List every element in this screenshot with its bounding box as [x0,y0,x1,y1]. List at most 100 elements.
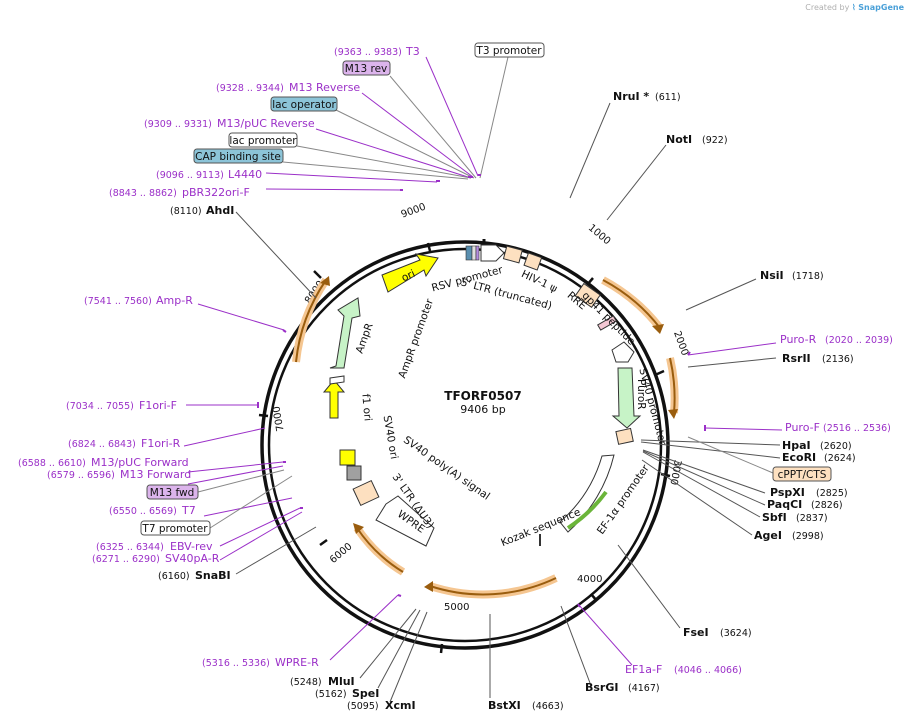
backbone-inner [267,247,663,643]
enzyme-fsei-pos: (3624) [720,628,752,639]
plasmid-name: TFORF0507 [444,389,521,403]
primer-m13puc-reverse: M13/pUC Reverse [217,117,315,130]
enzyme-bsrgi: BsrGI [585,681,618,694]
primer-wpre-r-pos: (5316 .. 5336) [202,658,270,669]
primer-m13-reverse-pos: (9328 .. 9344) [216,83,284,94]
credit-brand: SnapGene [858,3,904,12]
primer-ef1a-f-pos: (4046 .. 4066) [674,665,742,676]
primer-m13-forward: M13 Forward [120,468,191,481]
enzyme-paqci: PaqCI [767,498,802,511]
enzyme-ecori-pos: (2624) [824,453,856,464]
primer-l4440-pos: (9096 .. 9113) [156,170,224,181]
label-m13-rev: M13 rev [345,63,388,75]
primer-f1ori-f-pos: (7034 .. 7055) [66,401,134,412]
primer-t3-pos: (9363 .. 9383) [334,47,402,58]
primer-pbr322ori-pos: (8843 .. 8862) [109,188,177,199]
rre-glyph [574,282,601,308]
primer-sv40pa-r: SV40pA-R [165,552,220,565]
tick-9000: 9000 [400,202,428,221]
primer-t7: T7 [181,504,196,517]
tick-3000: 3000 [667,459,682,486]
gp41-glyph [597,315,617,331]
snapgene-logo-icon: ⌇ [851,3,856,12]
primer-m13puc-forward: M13/pUC Forward [91,456,189,469]
enzyme-snabi-pos: (6160) [158,571,190,582]
primer-puro-f-pos: (2516 .. 2536) [823,423,891,434]
hiv-psi-glyph [523,252,543,271]
primer-pbr322ori: pBR322ori-F [182,186,250,199]
sv40-promoter-glyph [611,341,635,363]
enzyme-paqci-pos: (2826) [811,500,843,511]
primer-puro-r-pos: (2020 .. 2039) [825,335,893,346]
primer-m13-forward-pos: (6579 .. 6596) [47,470,115,481]
primer-m13puc-reverse-pos: (9309 .. 9331) [144,119,212,130]
primer-m13-reverse: M13 Reverse [289,81,360,94]
enzyme-hpai: HpaI [782,439,811,452]
enzyme-bstxi: BstXI [488,699,521,712]
primer-ef1a-f: EF1a-F [625,663,662,676]
enzyme-agei: AgeI [754,529,782,542]
primer-wpre-r: WPRE-R [275,656,319,669]
tick-6000: 6000 [328,541,355,566]
primer-leader-lines [183,56,783,666]
boxed-labels: T3 promoter M13 rev lac operator lac pro… [140,42,832,536]
enzyme-noti: NotI [666,133,692,146]
feature-puror: PuroR [635,379,647,410]
enzyme-pspxi-pos: (2825) [816,488,848,499]
label-lac-operator: lac operator [272,99,336,111]
primer-m13puc-forward-pos: (6588 .. 6610) [18,458,86,469]
enzyme-sbfi: SbfI [762,511,787,524]
enzyme-xcmi: XcmI [385,699,416,712]
tick-4000: 4000 [577,574,602,585]
feature-leader-lines [197,56,774,529]
enzyme-ahdi-pos: (8110) [170,206,202,217]
enzyme-rsrii: RsrII [782,352,811,365]
primer-puro-r: Puro-R [780,333,817,346]
enzyme-nsii-pos: (1718) [792,271,824,282]
enzyme-nrui-pos: (611) [655,92,681,103]
ampr-glyph [329,297,361,369]
primer-t3: T3 [405,45,420,58]
primer-t7-pos: (6550 .. 6569) [109,506,177,517]
primer-f1ori-r: F1ori-R [141,437,181,450]
primer-l4440: L4440 [228,168,262,181]
enzyme-rsrii-pos: (2136) [822,354,854,365]
backbone-outer [260,240,670,650]
tick-2000: 2000 [671,330,690,358]
enzyme-agei-pos: (2998) [792,531,824,542]
f1ori-glyph [322,379,346,419]
enzyme-pspxi: PspXI [770,486,805,499]
plasmid-size: 9406 bp [460,403,505,416]
enzyme-mlui-pos: (5248) [290,677,322,688]
ltr3-glyph [352,479,380,507]
primer-f1ori-r-pos: (6824 .. 6843) [68,439,136,450]
ltr5-glyph [502,245,523,264]
enzyme-hpai-pos: (2620) [820,441,852,452]
enzyme-ahdi: AhdI [206,204,234,217]
primer-labels: (9363 .. 9383) T3 (9328 .. 9344) M13 Rev… [18,45,893,676]
primer-ampr-pos: (7541 .. 7560) [84,296,152,307]
enzyme-noti-pos: (922) [702,135,728,146]
enzyme-xcmi-pos: (5095) [347,701,379,712]
label-t7-promoter: T7 promoter [141,523,208,535]
sv40pa-glyph [346,465,362,481]
ef1a-glyph [559,454,615,533]
enzyme-snabi: SnaBI [195,569,231,582]
feature-glyphs [322,244,642,547]
tick-1000: 1000 [586,223,613,248]
tick-7000: 7000 [271,405,286,432]
enzyme-labels: NruI * (611) NotI (922) NsiI (1718) RsrI… [158,90,856,712]
enzyme-spei-pos: (5162) [315,689,347,700]
rsv-promoter-glyph [480,244,505,262]
credit-text: Created by [805,3,850,12]
sv40ori-glyph [339,449,356,466]
cppt-glyph [615,427,634,445]
label-cap-site: CAP binding site [195,151,281,163]
feature-ampr-promoter: AmpR promoter [396,297,436,380]
label-m13-fwd: M13 fwd [150,487,195,499]
enzyme-sbfi-pos: (2837) [796,513,828,524]
ampr-promoter-glyph [329,375,345,385]
enzyme-fsei: FseI [683,626,709,639]
wpre-glyph [375,495,435,547]
